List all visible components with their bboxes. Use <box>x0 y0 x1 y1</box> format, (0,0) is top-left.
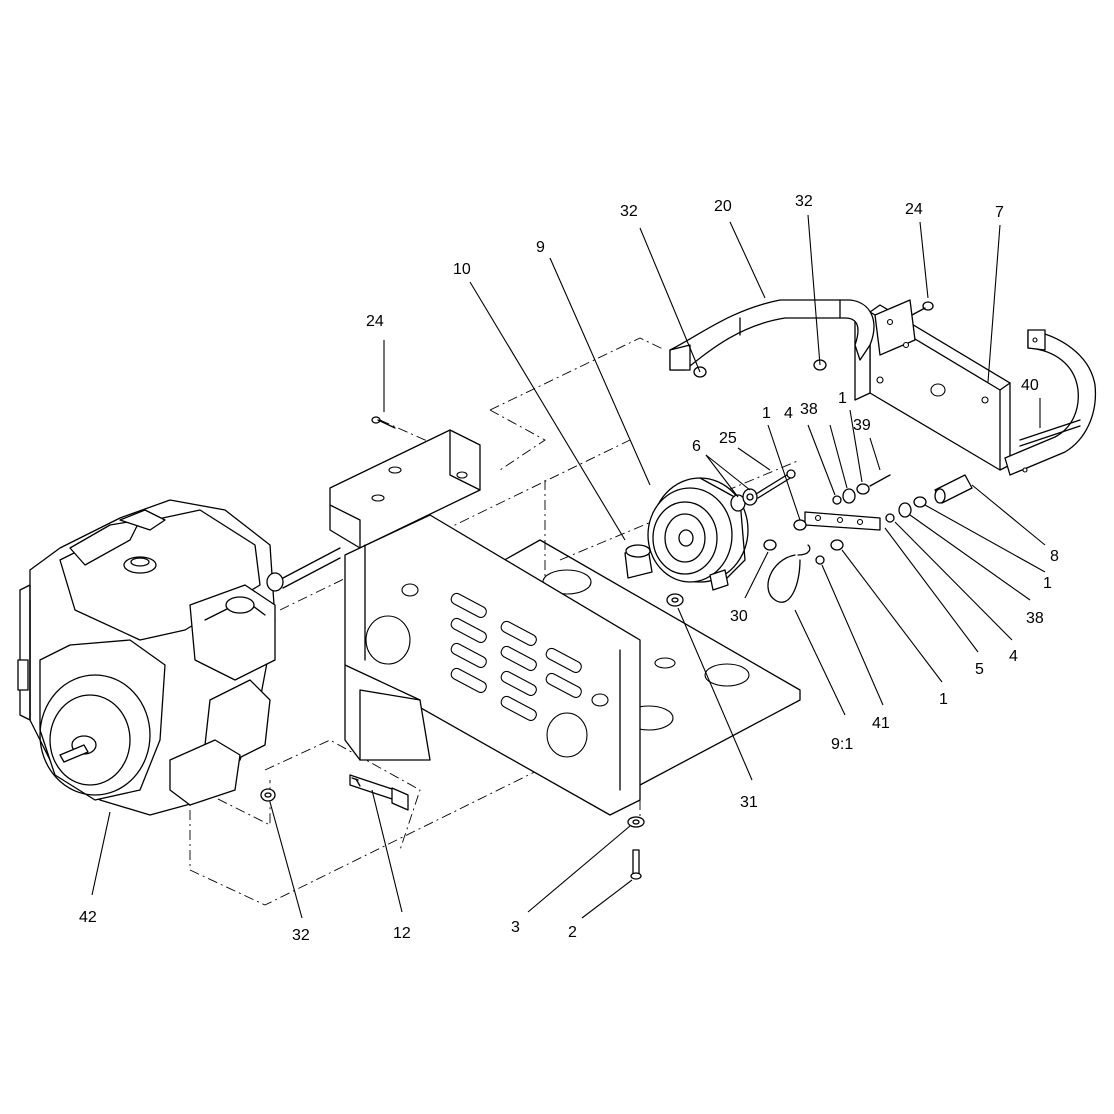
bolt-right <box>911 301 934 316</box>
spacer <box>624 544 653 579</box>
chassis-plate <box>344 514 641 816</box>
callout-40: 40 <box>1021 377 1039 394</box>
clutch-bracket <box>854 299 1011 471</box>
rear-frame <box>329 429 481 549</box>
callout-42: 42 <box>79 909 97 926</box>
callout-38: 38 <box>800 401 818 418</box>
spring <box>767 544 811 603</box>
leader-lines <box>91 214 1046 919</box>
callout-9: 9 <box>536 239 545 256</box>
nut-lower <box>260 788 276 802</box>
electric-clutch <box>647 477 749 591</box>
callout-4: 4 <box>784 405 793 422</box>
callout-2: 2 <box>568 924 577 941</box>
callout-25: 25 <box>719 430 737 447</box>
callout-39: 39 <box>853 417 871 434</box>
callout-1: 1 <box>939 691 948 708</box>
callout-3: 3 <box>511 919 520 936</box>
bumper-bar <box>669 299 875 378</box>
bumper-bar-right <box>1004 329 1097 476</box>
callout-10: 10 <box>453 261 471 278</box>
bolt-bottom <box>627 816 645 880</box>
callout-labels: 32 20 32 24 7 10 9 24 1 4 38 1 39 40 6 2… <box>79 193 1059 944</box>
callout-31: 31 <box>740 794 758 811</box>
callout-32: 32 <box>620 203 638 220</box>
callout-38: 38 <box>1026 610 1044 627</box>
callout-32: 32 <box>795 193 813 210</box>
anchor-bracket <box>763 474 973 565</box>
callout-6: 6 <box>692 438 701 455</box>
nut-31 <box>666 593 684 607</box>
engine <box>17 499 341 816</box>
callout-7: 7 <box>995 204 1004 221</box>
callout-1: 1 <box>838 390 847 407</box>
callout-1: 1 <box>762 405 771 422</box>
fuel-fitting <box>349 774 409 811</box>
callout-9-1: 9:1 <box>831 736 853 753</box>
callout-12: 12 <box>393 925 411 942</box>
callout-5: 5 <box>975 661 984 678</box>
callout-32: 32 <box>292 927 310 944</box>
callout-8: 8 <box>1050 548 1059 565</box>
callout-1: 1 <box>1043 575 1052 592</box>
callout-4: 4 <box>1009 648 1018 665</box>
callout-20: 20 <box>714 198 732 215</box>
callout-24: 24 <box>905 201 923 218</box>
callout-41: 41 <box>872 715 890 732</box>
bearings <box>730 469 796 512</box>
bolt-left <box>371 416 396 429</box>
callout-30: 30 <box>730 608 748 625</box>
callout-24: 24 <box>366 313 384 330</box>
